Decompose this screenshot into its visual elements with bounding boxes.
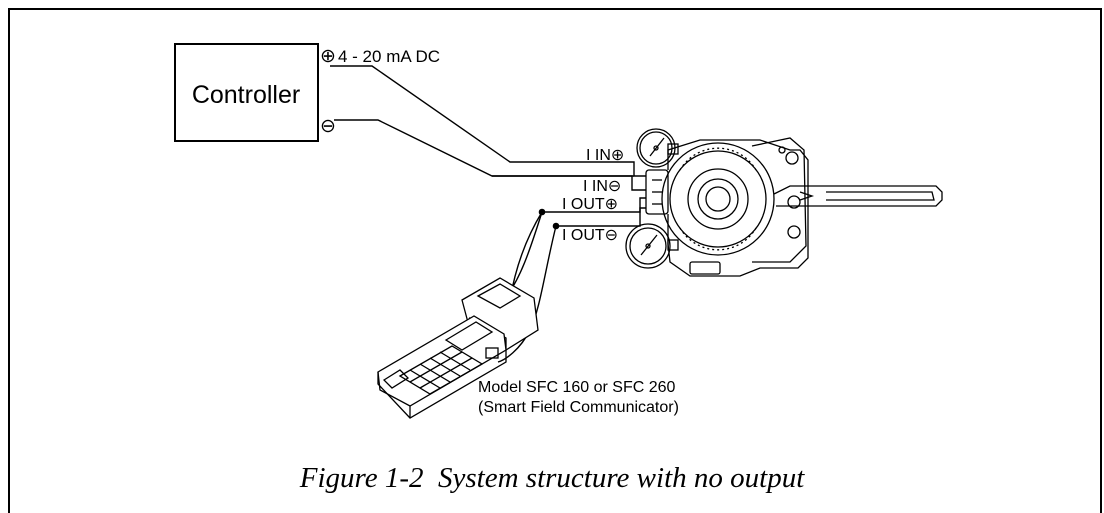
signal-label: 4 - 20 mA DC: [338, 47, 440, 66]
communicator-label-line2: (Smart Field Communicator): [478, 399, 679, 416]
figure-caption: Figure 1-2 System structure with no outp…: [299, 462, 805, 494]
controller-wires: [330, 65, 646, 191]
terminal-i-out-minus: I OUT⊖: [562, 227, 618, 244]
controller-plus-terminal: ⊕: [320, 46, 336, 67]
figure-frame: [8, 8, 1102, 513]
terminal-i-in-minus: I IN⊖: [583, 178, 621, 195]
controller-label: Controller: [192, 81, 300, 109]
terminal-i-in-plus: I IN⊕: [586, 147, 624, 164]
controller-box: Controller: [174, 43, 319, 142]
communicator-device: [377, 277, 539, 419]
controller-minus-terminal: ⊖: [320, 116, 336, 137]
positioner-device: [625, 128, 943, 277]
terminal-i-out-plus: I OUT⊕: [562, 196, 618, 213]
communicator-label-line1: Model SFC 160 or SFC 260: [478, 379, 676, 396]
